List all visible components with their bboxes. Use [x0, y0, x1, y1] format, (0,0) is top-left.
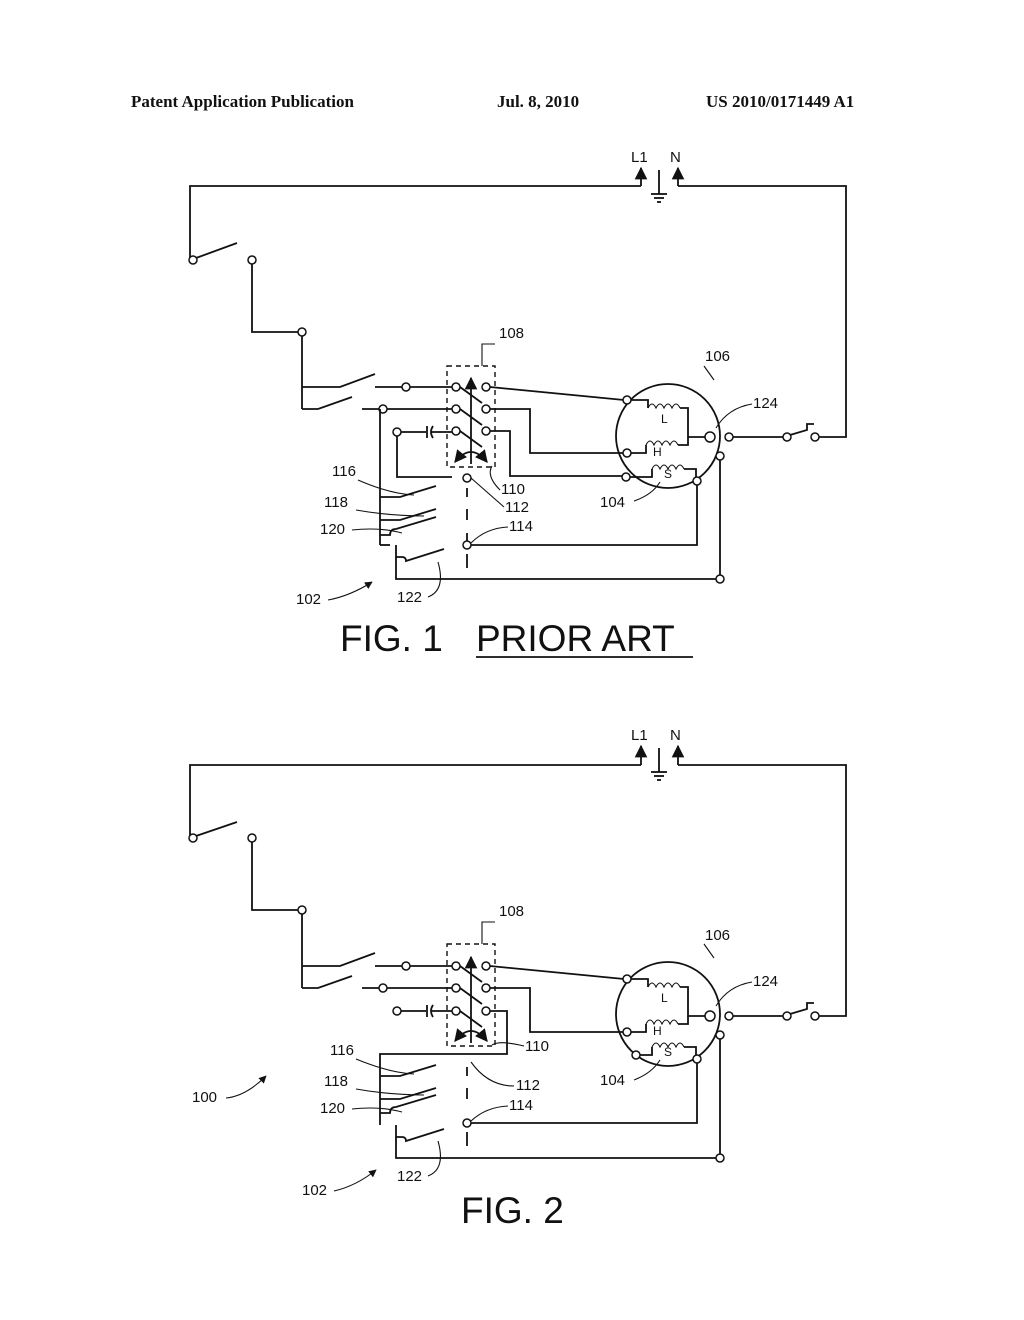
low-speed-coil-label: L [661, 412, 668, 426]
fig2-reference-labels: 108 106 124 110 112 114 104 116 118 120 … [192, 903, 778, 1199]
figure-2-circuit: L1 N [188, 727, 847, 1231]
supply-line-label: L1 [631, 149, 648, 166]
supply-neutral-label: N [670, 727, 681, 744]
supply-line-label: L1 [631, 727, 648, 744]
figure-2-caption: FIG. 2 [461, 1190, 564, 1231]
motor-106: L H S [615, 383, 734, 489]
ref-100: 100 [192, 1089, 217, 1106]
ref-122: 122 [397, 589, 422, 606]
relay-108 [446, 343, 496, 468]
line-wire [189, 185, 641, 258]
publication-date: Jul. 8, 2010 [497, 92, 579, 111]
ref-112: 112 [505, 499, 529, 516]
neutral-wire [678, 764, 847, 1017]
publication-number: US 2010/0171449 A1 [706, 92, 854, 111]
ref-104: 104 [600, 494, 625, 511]
ref-110: 110 [501, 481, 525, 498]
ref-108: 108 [499, 903, 524, 920]
publication-type: Patent Application Publication [131, 92, 354, 111]
high-speed-coil-label: H [653, 445, 662, 459]
main-switch [188, 242, 257, 265]
figure-1-circuit: L1 N [188, 149, 847, 659]
ref-106: 106 [705, 348, 730, 365]
ref-120: 120 [320, 521, 345, 538]
ref-116: 116 [330, 1042, 354, 1059]
motor-106: L H S [615, 961, 734, 1067]
ref-116: 116 [332, 463, 356, 480]
figure-1-prior-art-label: PRIOR ART [476, 618, 675, 659]
power-supply-terminals: L1 N [631, 727, 685, 781]
ref-104: 104 [600, 1072, 625, 1089]
neutral-wire [678, 185, 847, 438]
power-supply-terminals: L1 N [631, 149, 685, 203]
ref-118: 118 [324, 494, 348, 511]
ref-114: 114 [509, 518, 533, 535]
figure-1-caption: FIG. 1 [340, 618, 443, 659]
fig1-reference-labels: 108 106 124 110 112 114 104 116 118 120 … [296, 325, 778, 608]
ref-108: 108 [499, 325, 524, 342]
high-speed-coil-label: H [653, 1024, 662, 1038]
ref-102: 102 [302, 1182, 327, 1199]
start-coil-label: S [664, 1045, 672, 1059]
ref-112: 112 [516, 1077, 540, 1094]
main-switch [188, 821, 257, 843]
ref-120: 120 [320, 1100, 345, 1117]
low-speed-coil-label: L [661, 991, 668, 1005]
ref-124: 124 [753, 973, 778, 990]
ref-106: 106 [705, 927, 730, 944]
start-coil-label: S [664, 467, 672, 481]
ref-102: 102 [296, 591, 321, 608]
ref-122: 122 [397, 1168, 422, 1185]
ref-124: 124 [753, 395, 778, 412]
line-wire [189, 764, 641, 836]
ref-118: 118 [324, 1073, 348, 1090]
ref-110: 110 [525, 1038, 549, 1055]
relay-108 [446, 921, 496, 1047]
ref-114: 114 [509, 1097, 533, 1114]
supply-neutral-label: N [670, 149, 681, 166]
